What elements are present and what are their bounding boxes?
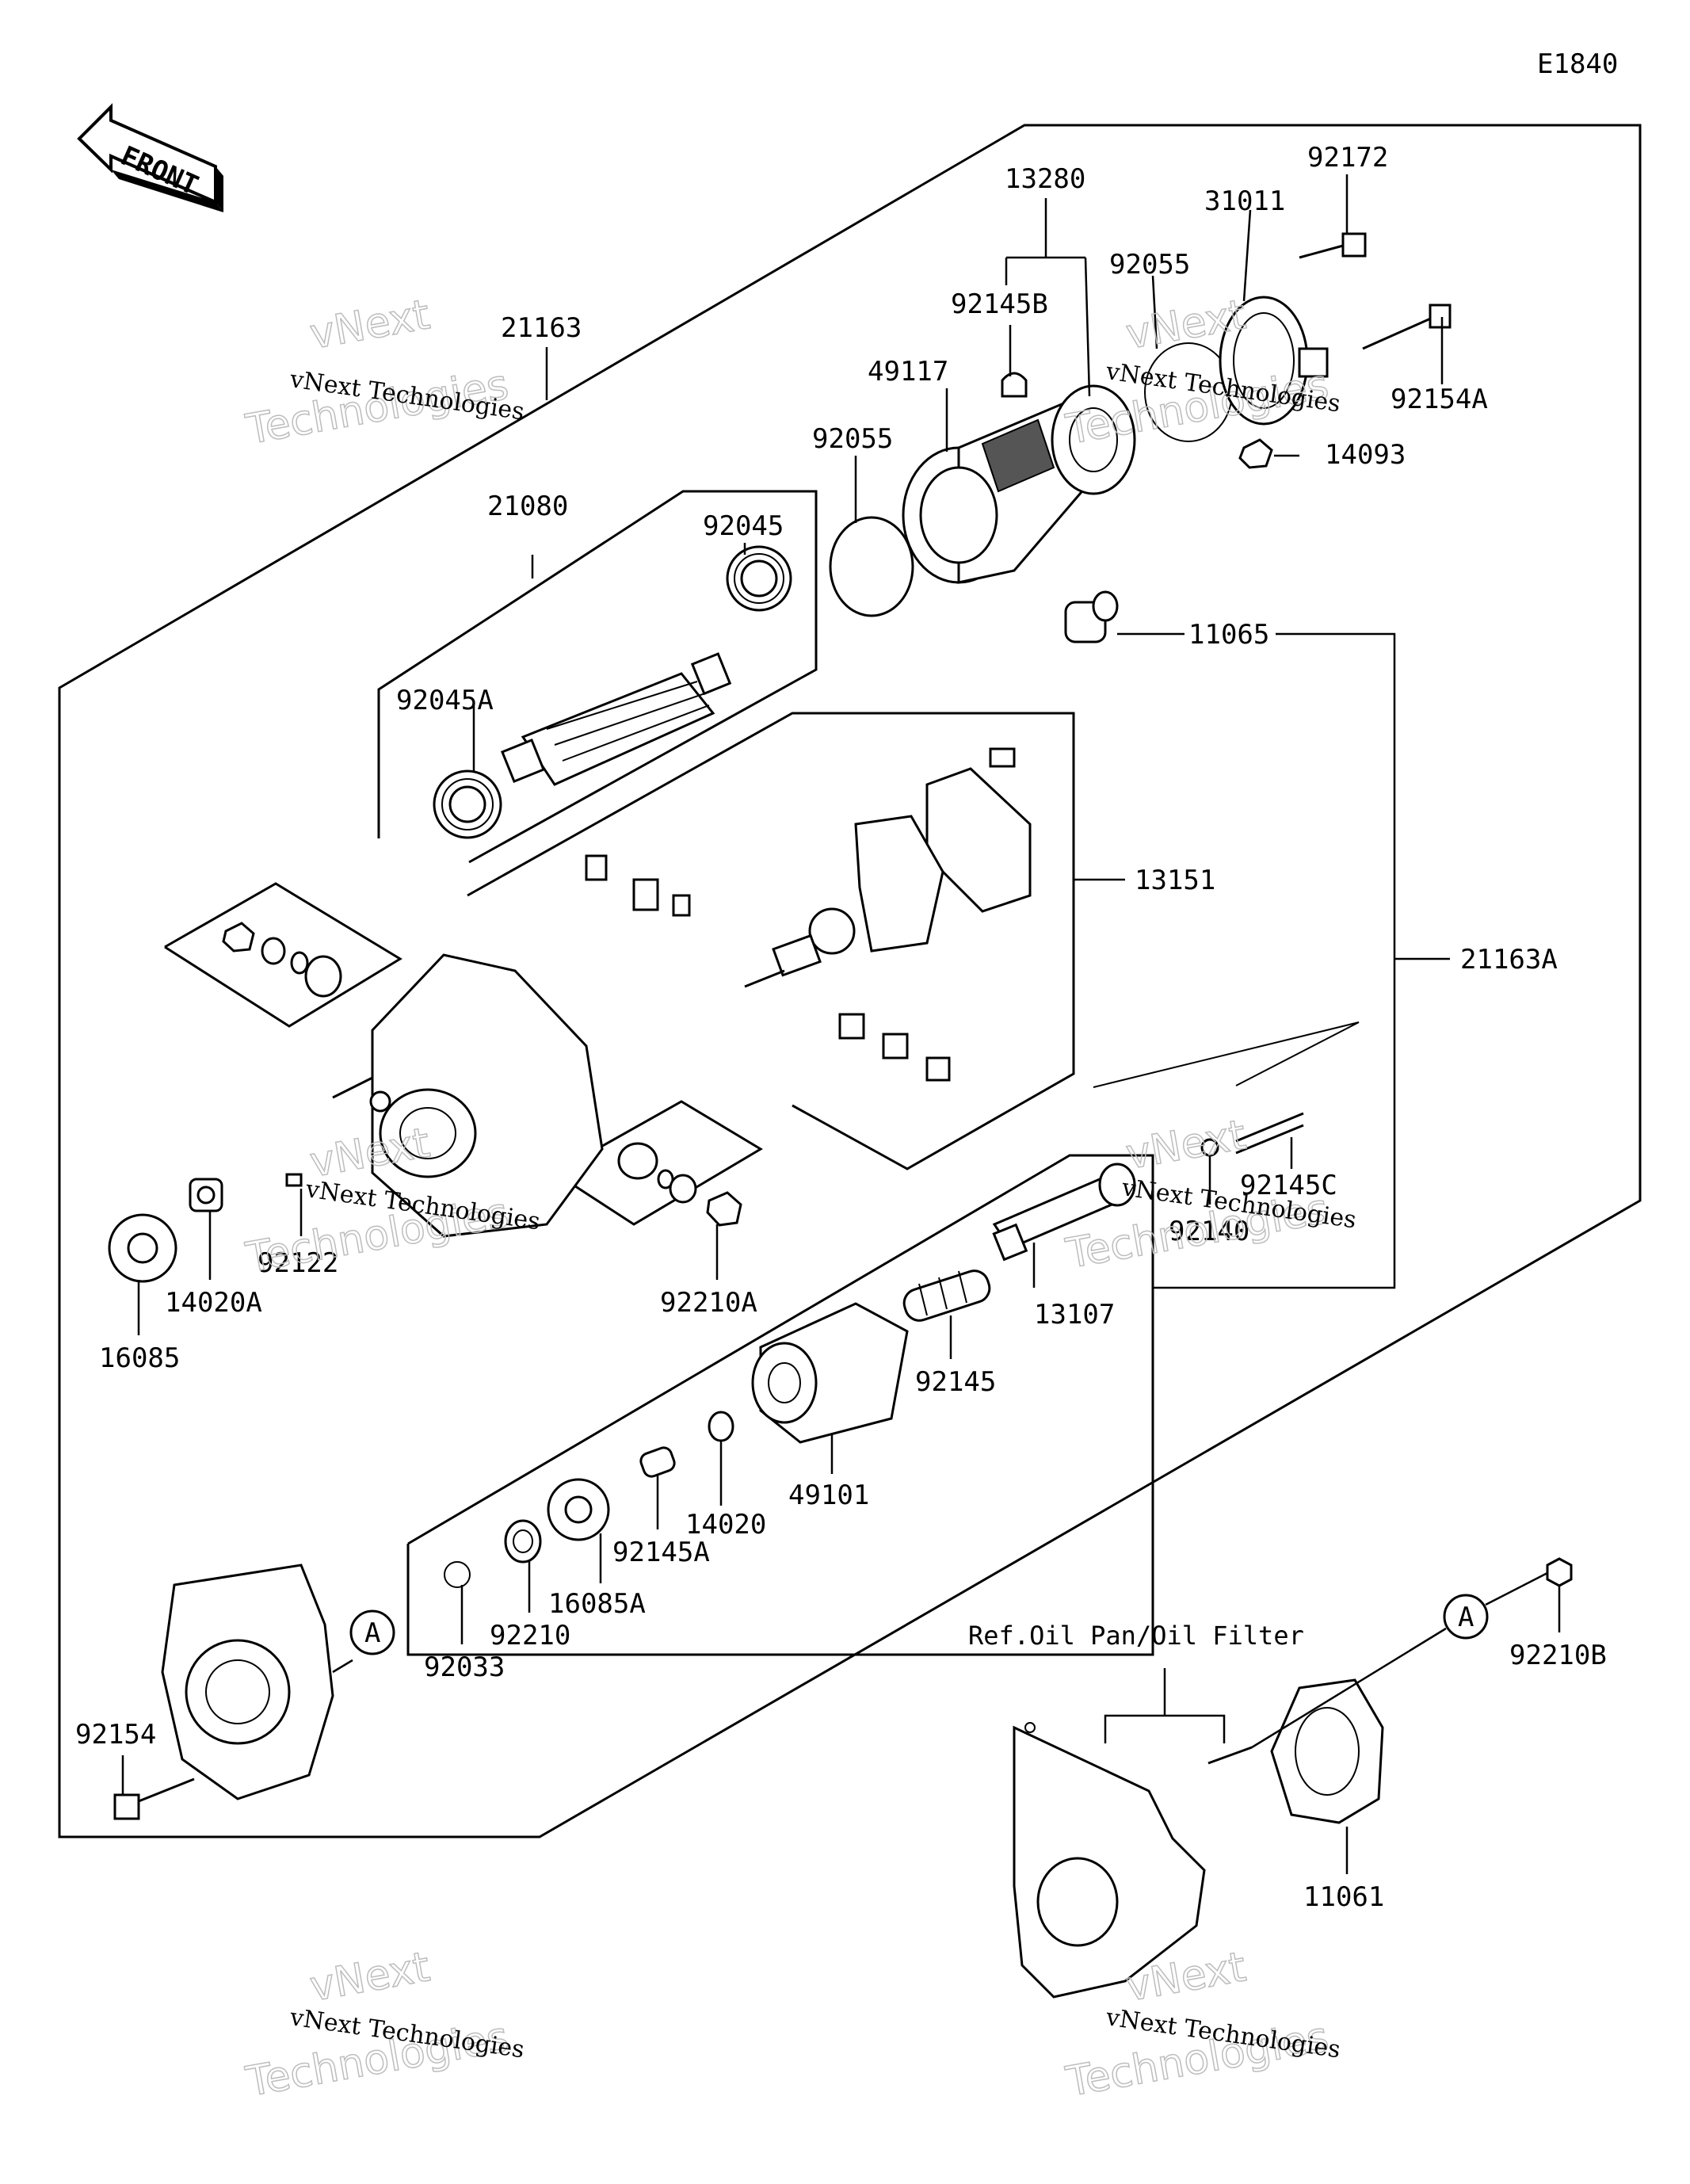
label-31011: 31011 <box>1204 185 1285 217</box>
upper-nut-washers <box>222 922 342 998</box>
watermark-5: vNext Technologies vNext Technologies <box>242 1943 526 2107</box>
label-92033: 92033 <box>424 1651 505 1683</box>
label-92210A: 92210A <box>660 1287 757 1319</box>
label-49117: 49117 <box>868 356 948 388</box>
watermark-1: vNext Technologies vNext Technologies <box>242 291 526 455</box>
label-92154A: 92154A <box>1391 384 1488 415</box>
pinion-shaft-13107 <box>992 1163 1136 1262</box>
label-16085: 16085 <box>99 1342 180 1374</box>
label-92145C: 92145C <box>1240 1170 1337 1201</box>
leader-lines <box>121 174 1561 1874</box>
label-14020: 14020 <box>685 1509 766 1541</box>
snap-ring-92033 <box>444 1561 471 1588</box>
oil-pan-reference <box>1013 1722 1206 1999</box>
label-13280: 13280 <box>1005 163 1085 195</box>
label-14020A: 14020A <box>165 1287 262 1319</box>
reduction-housing <box>332 953 604 1238</box>
watermark-2: vNext Technologies vNext Technologies <box>1062 291 1342 455</box>
callout-A-right: A <box>1443 1594 1489 1640</box>
callout-A-right-label: A <box>1458 1602 1474 1633</box>
gear-16085A <box>547 1478 610 1541</box>
label-92210B: 92210B <box>1509 1640 1607 1671</box>
label-16085A: 16085A <box>548 1588 646 1620</box>
lower-nut-washers <box>617 1142 742 1227</box>
label-92055-left: 92055 <box>812 423 893 455</box>
callout-A-left-label: A <box>364 1617 380 1649</box>
label-14093: 14093 <box>1325 439 1406 471</box>
reference-note: Ref.Oil Pan/Oil Filter <box>968 1621 1304 1651</box>
label-21163A: 21163A <box>1460 944 1558 976</box>
spring-92145C <box>1235 1112 1304 1155</box>
front-arrow-icon: FRONT <box>77 103 223 212</box>
armature <box>501 652 732 786</box>
spring-92145 <box>902 1270 991 1322</box>
label-92055-top: 92055 <box>1109 249 1190 281</box>
label-13151: 13151 <box>1135 865 1215 896</box>
nut-92210B <box>1546 1557 1573 1587</box>
label-21163: 21163 <box>501 312 582 344</box>
bolt-92172 <box>1299 232 1367 259</box>
diagram-code: E1840 <box>1537 48 1618 80</box>
terminal-11065 <box>1064 590 1119 643</box>
svg-text:vNext: vNext <box>307 1943 433 2010</box>
spring-92145A <box>639 1446 676 1478</box>
label-92145B: 92145B <box>951 288 1048 320</box>
bolt-92154A <box>1362 304 1452 350</box>
o-ring-92055-left <box>829 516 914 617</box>
label-92210: 92210 <box>490 1620 570 1651</box>
brush-holder-box <box>467 712 1075 1170</box>
label-92045A: 92045A <box>396 685 494 716</box>
label-92122: 92122 <box>258 1247 338 1279</box>
svg-text:vNext: vNext <box>307 291 433 358</box>
armature-box <box>377 490 818 864</box>
label-92172: 92172 <box>1307 142 1388 174</box>
clip-92145B <box>1001 372 1028 398</box>
label-13107: 13107 <box>1034 1299 1115 1331</box>
nut-14093 <box>1238 438 1273 469</box>
brush-holder-parts-13151 <box>585 747 1032 1082</box>
spring-pointer-lines <box>1093 1021 1360 1088</box>
label-49101: 49101 <box>788 1480 869 1511</box>
callout-A-left: A <box>349 1609 395 1655</box>
ring-14020 <box>708 1411 734 1442</box>
label-11065: 11065 <box>1188 619 1269 651</box>
stud <box>1207 1746 1253 1765</box>
label-92045: 92045 <box>703 510 784 542</box>
nut-washer-box-upper <box>164 882 402 1028</box>
front-cover <box>161 1564 334 1800</box>
gear-16085 <box>108 1213 177 1283</box>
gasket-11061 <box>1270 1678 1384 1824</box>
part-labels: 21163 21080 92045 92045A 13280 92145B 49… <box>75 142 1607 1913</box>
label-92145A: 92145A <box>612 1537 710 1568</box>
cover-31011 <box>1219 296 1329 426</box>
clutch-49101 <box>751 1302 909 1444</box>
bearing-92045 <box>726 545 792 612</box>
assembly-frame-21163 <box>58 124 1642 1838</box>
key-92122 <box>285 1173 303 1187</box>
bolt-92154 <box>113 1777 195 1820</box>
svg-text:vNext: vNext <box>1123 1111 1249 1178</box>
nut-washer-box-lower <box>554 1100 763 1226</box>
pinion-box <box>406 1154 1154 1656</box>
label-92154: 92154 <box>75 1719 156 1751</box>
label-92145: 92145 <box>915 1366 996 1398</box>
bearing-92045A <box>433 769 502 839</box>
label-11061: 11061 <box>1303 1881 1384 1913</box>
label-21080: 21080 <box>487 491 568 522</box>
end-cover-brushes <box>1051 384 1136 495</box>
bearing-92210 <box>504 1519 542 1564</box>
label-92140: 92140 <box>1169 1216 1249 1247</box>
collar-14020A <box>189 1178 223 1212</box>
